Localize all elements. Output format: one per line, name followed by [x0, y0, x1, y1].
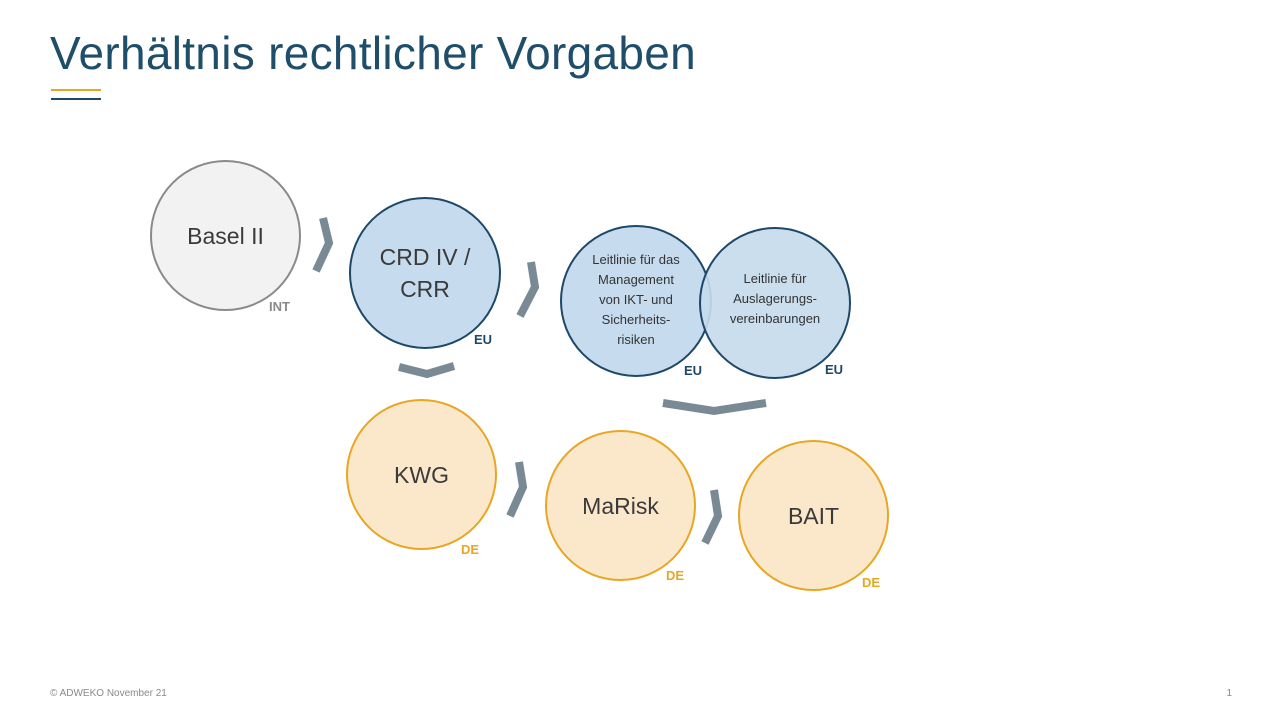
- footer-copyright: © ADWEKO November 21: [50, 688, 167, 699]
- node-ikt-scope-tag: EU: [684, 363, 703, 378]
- node-ikt-label-line-1: Leitlinie für das: [592, 252, 680, 267]
- node-crd-label-line-2: CRR: [400, 276, 450, 302]
- arrow-kwg-to-marisk: [506, 461, 528, 518]
- node-auslagerung-label-line-3: vereinbarungen: [729, 311, 821, 326]
- node-kwg: KWG: [346, 399, 497, 550]
- arrow-crd-to-leitlinien: [516, 261, 540, 318]
- node-bait-scope-tag: DE: [862, 575, 881, 590]
- node-bait: BAIT: [738, 440, 889, 591]
- node-marisk-scope-tag: DE: [666, 568, 685, 583]
- node-ikt-label-line-5: risiken: [617, 332, 655, 347]
- node-auslagerung-label-line-2: Auslagerungs-: [733, 291, 817, 306]
- node-leitlinie-ikt: Leitlinie für das Management von IKT- un…: [560, 225, 712, 377]
- node-leitlinie-auslagerung: Leitlinie für Auslagerungs- vereinbarung…: [699, 227, 851, 379]
- node-marisk: MaRisk: [545, 430, 696, 581]
- node-crd-label-line-1: CRD IV /: [379, 244, 471, 270]
- title-underline-navy: [51, 98, 101, 100]
- node-crd-scope-tag: EU: [474, 332, 493, 347]
- title-underline-orange: [51, 89, 101, 91]
- node-basel-ii-scope-tag: INT: [269, 299, 290, 314]
- node-basel-ii-label: Basel II: [187, 222, 264, 249]
- slide-title: Verhältnis rechtlicher Vorgaben: [50, 27, 697, 79]
- arrow-leitlinien-to-marisk: [662, 399, 767, 416]
- node-auslagerung-scope-tag: EU: [825, 362, 844, 377]
- node-marisk-label: MaRisk: [582, 492, 659, 519]
- page-number: 1: [1226, 688, 1232, 699]
- node-basel-ii: Basel II: [150, 160, 301, 311]
- arrow-marisk-to-bait: [701, 489, 723, 545]
- node-kwg-label: KWG: [394, 461, 449, 488]
- node-bait-label: BAIT: [787, 502, 840, 529]
- arrow-crd-to-kwg: [398, 362, 456, 379]
- node-ikt-label-line-4: Sicherheits-: [601, 312, 671, 327]
- node-ikt-label-line-3: von IKT- und: [599, 292, 673, 307]
- node-ikt-label-line-2: Management: [598, 272, 674, 287]
- arrow-basel-to-crd: [312, 217, 334, 273]
- node-kwg-scope-tag: DE: [461, 542, 480, 557]
- node-crd-iv-crr: CRD IV / CRR: [349, 197, 501, 349]
- node-auslagerung-label-line-1: Leitlinie für: [743, 271, 807, 286]
